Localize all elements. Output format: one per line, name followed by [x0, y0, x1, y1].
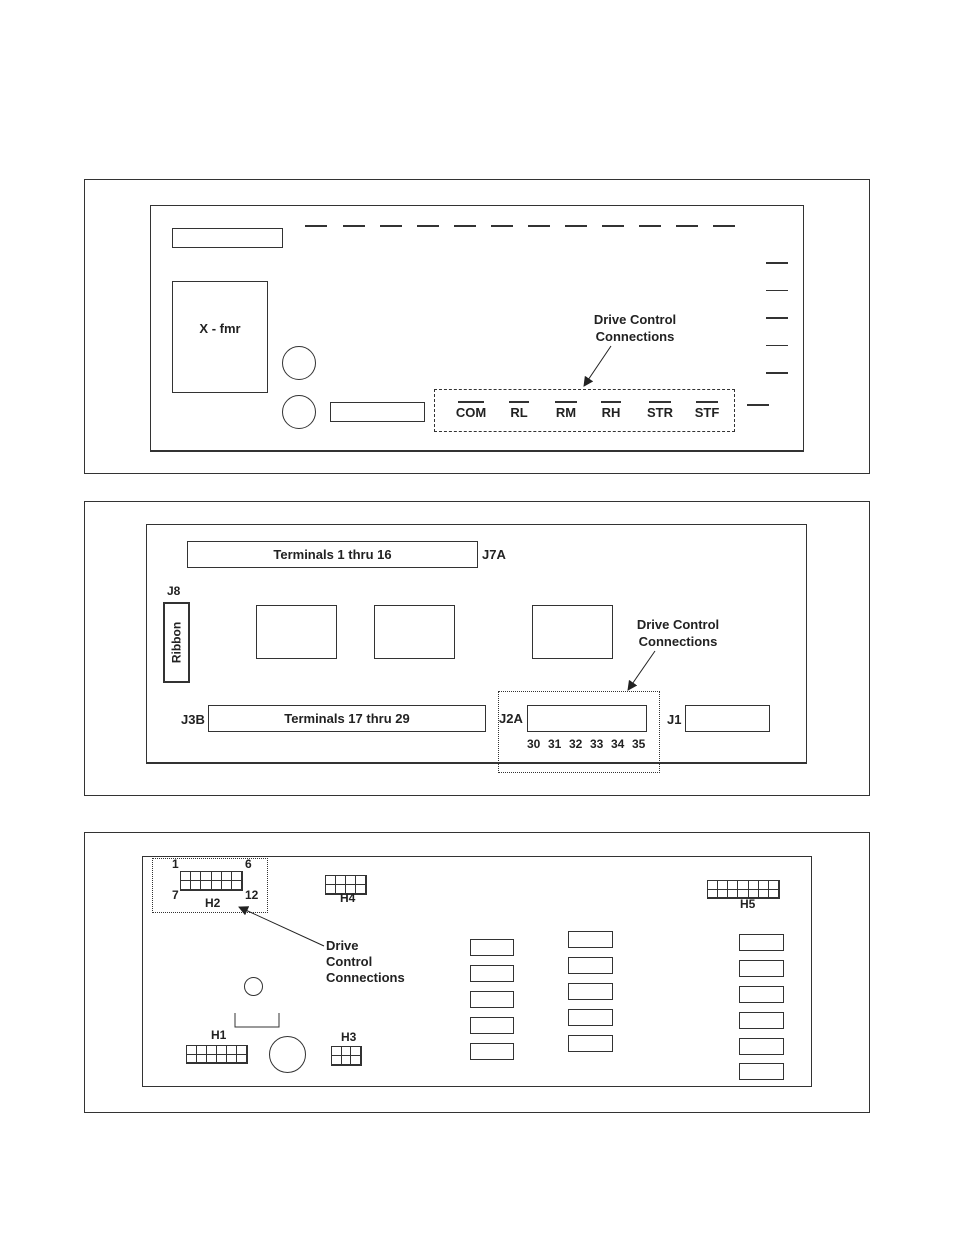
callout2-line-1: Drive Control [636, 617, 720, 632]
large-circle-component [269, 1036, 306, 1073]
small-circle-component [244, 977, 263, 996]
callout2-line-2: Connections [638, 634, 718, 649]
j8-label: J8 [167, 584, 181, 598]
terminal-com: COM [451, 401, 491, 420]
j2a-connector [527, 705, 647, 732]
terminals-bottom-block [208, 705, 486, 732]
callout-line-1: Drive Control [593, 312, 677, 327]
circle-component-lower [282, 395, 316, 429]
terminal-rh: RH [594, 401, 628, 420]
pin-32: 32 [569, 737, 583, 751]
pin-33: 33 [590, 737, 604, 751]
callout-arrow-2 [627, 650, 656, 691]
terminal-stf-label: STF [694, 404, 720, 420]
panel-3 [84, 832, 870, 1113]
pin-30: 30 [527, 737, 541, 751]
callout3-line-3: Connections [326, 970, 405, 985]
h5-label: H5 [740, 897, 756, 911]
terminal-str: STR [641, 401, 679, 420]
component-block-2 [374, 605, 455, 659]
terminal-rl-label: RL [510, 404, 528, 420]
pin-35: 35 [632, 737, 646, 751]
callout3-line-2: Control [326, 954, 373, 969]
h2-drive-control-region [152, 858, 268, 913]
drive-control-callout-2: Drive Control Connections [618, 616, 738, 650]
h4-header [325, 875, 367, 895]
circle-component-upper [282, 346, 316, 380]
j7a-label: J7A [482, 547, 506, 562]
terminal-com-label: COM [455, 404, 487, 420]
h2-pin-7: 7 [172, 888, 179, 902]
lower-connector [330, 402, 425, 422]
terminal-rm-label: RM [555, 404, 577, 420]
h1-header [186, 1045, 248, 1064]
terminals-bottom-label: Terminals 17 thru 29 [284, 711, 410, 726]
terminals-top-block [187, 541, 478, 568]
j2a-label: J2A [499, 711, 523, 726]
terminal-rm: RM [549, 401, 583, 420]
h2-pin-12: 12 [245, 888, 259, 902]
h5-header [707, 880, 780, 899]
pin-34: 34 [611, 737, 625, 751]
ribbon-connector [163, 602, 190, 683]
h2-pin-6: 6 [245, 857, 252, 871]
callout3-line-1: Drive [326, 938, 359, 953]
transformer-box [172, 281, 268, 393]
panel-1 [84, 179, 870, 474]
drive-control-callout-3: Drive Control Connections [326, 938, 405, 986]
callout-arrow-1 [583, 345, 612, 387]
callout-arrow-3 [238, 906, 325, 947]
terminal-rl: RL [502, 401, 536, 420]
drive-control-callout: Drive Control Connections [575, 311, 695, 345]
top-left-connector [172, 228, 283, 248]
terminal-rh-label: RH [601, 404, 621, 420]
h3-header [331, 1046, 362, 1066]
h2-pin-1: 1 [172, 857, 179, 871]
drive-control-connections-region [434, 389, 735, 432]
j1-label: J1 [667, 712, 682, 727]
terminal-stf: STF [689, 401, 725, 420]
callout-line-2: Connections [595, 329, 675, 344]
h4-label: H4 [340, 891, 356, 905]
transformer-label: X - fmr [199, 321, 241, 336]
panel-2 [84, 501, 870, 796]
component-block-3 [532, 605, 613, 659]
h1-label: H1 [211, 1028, 227, 1042]
j1-connector [685, 705, 770, 732]
h3-label: H3 [341, 1030, 357, 1044]
drive-control-region-2 [498, 691, 660, 773]
component-block-1 [256, 605, 337, 659]
component-bracket [234, 1013, 280, 1028]
terminals-top-label: Terminals 1 thru 16 [273, 547, 392, 562]
pin-31: 31 [548, 737, 562, 751]
terminal-str-label: STR [647, 404, 673, 420]
j3b-label: J3B [181, 712, 205, 727]
board-3 [142, 856, 812, 1087]
board-2 [146, 524, 807, 764]
h2-label: H2 [205, 896, 221, 910]
h2-header [180, 871, 243, 891]
board-1 [150, 205, 804, 452]
